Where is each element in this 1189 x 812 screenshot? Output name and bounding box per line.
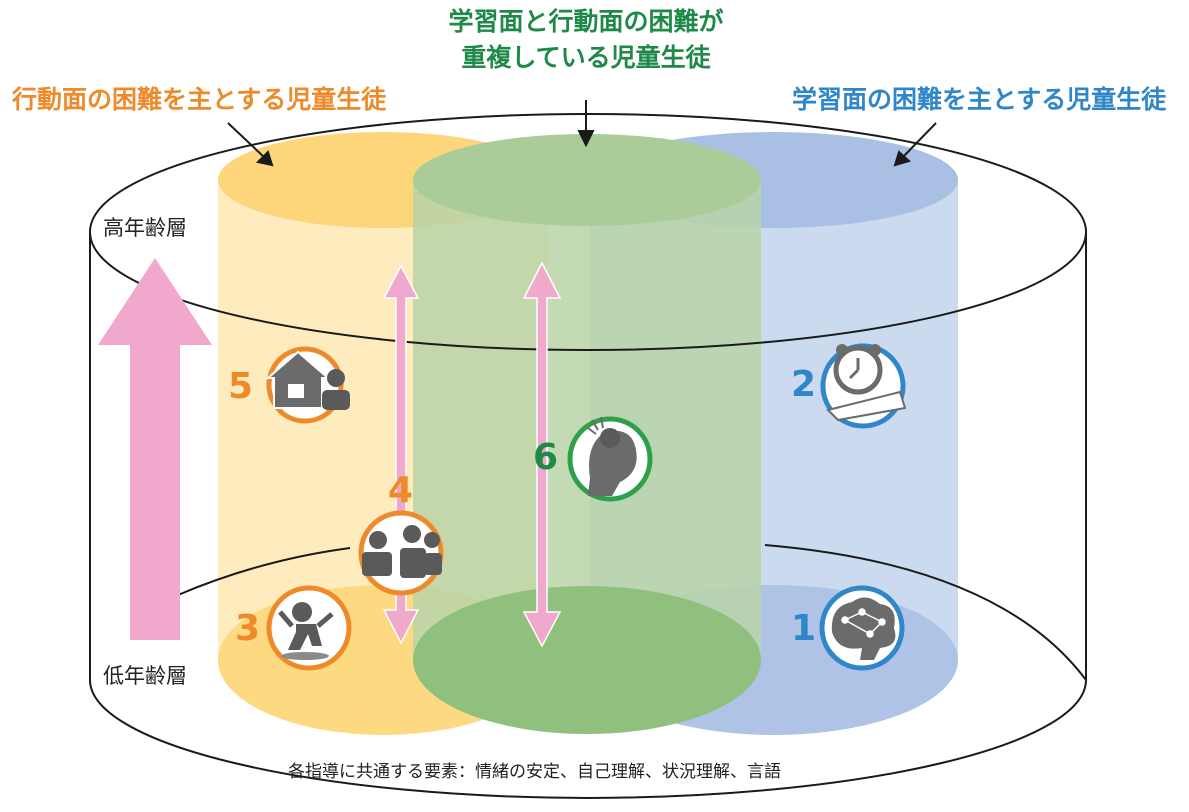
home-parent-child-icon	[265, 346, 350, 424]
overlap-group-label-line1: 学習面と行動面の困難が	[448, 7, 724, 36]
label-pointers	[227, 100, 937, 167]
age-progress-arrow	[98, 258, 212, 640]
brain-network-icon	[819, 585, 905, 671]
behavior-group-label: 行動面の困難を主とする児童生徒	[12, 85, 387, 114]
clock-schedule-icon	[820, 343, 907, 429]
tantrum-child-icon	[266, 585, 352, 671]
lower-age-layer-label: 低年齢層	[103, 664, 187, 688]
self-esteem-icon	[567, 416, 653, 502]
overlap-cylinder	[413, 134, 761, 734]
pink-double-arrow-center	[522, 261, 562, 648]
upper-age-layer-label: 高年齢層	[103, 216, 187, 240]
learning-group-label: 学習面の困難を主とする児童生徒	[792, 85, 1167, 114]
marker-number-1: 1	[791, 608, 817, 649]
marker-number-2: 2	[791, 364, 817, 405]
marker-number-3: 3	[235, 608, 261, 649]
marker-number-4: 4	[388, 470, 414, 511]
outer-cylinder	[89, 113, 1087, 799]
overlap-group-label: 学習面と行動面の困難が 重複している児童生徒	[436, 4, 736, 76]
common-elements-text: 各指導に共通する要素：情緒の安定、自己理解、状況理解、言語	[288, 762, 781, 782]
pink-double-arrow-left	[382, 264, 420, 645]
marker-number-5: 5	[228, 366, 254, 407]
marker-number-6: 6	[533, 437, 559, 478]
overlap-group-label-line2: 重複している児童生徒	[461, 43, 711, 72]
group-interaction-icon	[358, 510, 444, 596]
